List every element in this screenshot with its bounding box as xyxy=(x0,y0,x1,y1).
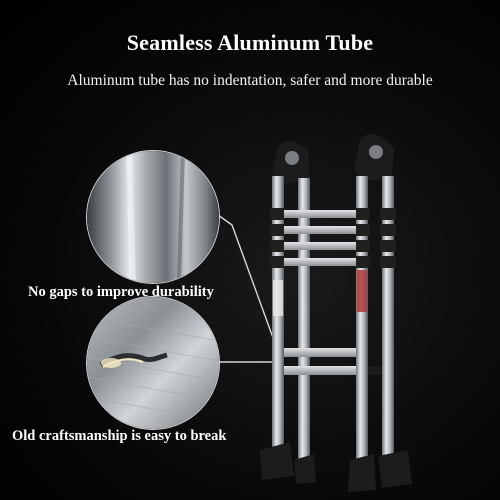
cracked-tube-closeup-icon xyxy=(86,296,220,430)
seamless-tube-closeup-icon xyxy=(86,150,220,284)
callout-caption-cracked: Old craftsmanship is easy to break xyxy=(12,428,227,444)
callout-caption-seamless: No gaps to improve durability xyxy=(28,284,214,300)
callout-line-top xyxy=(217,214,277,347)
banner-title: Seamless Aluminum Tube xyxy=(126,30,374,55)
banner-subtitle: Aluminum tube has no indentation, safer … xyxy=(67,72,433,89)
telescopic-ladder-icon xyxy=(260,133,412,492)
